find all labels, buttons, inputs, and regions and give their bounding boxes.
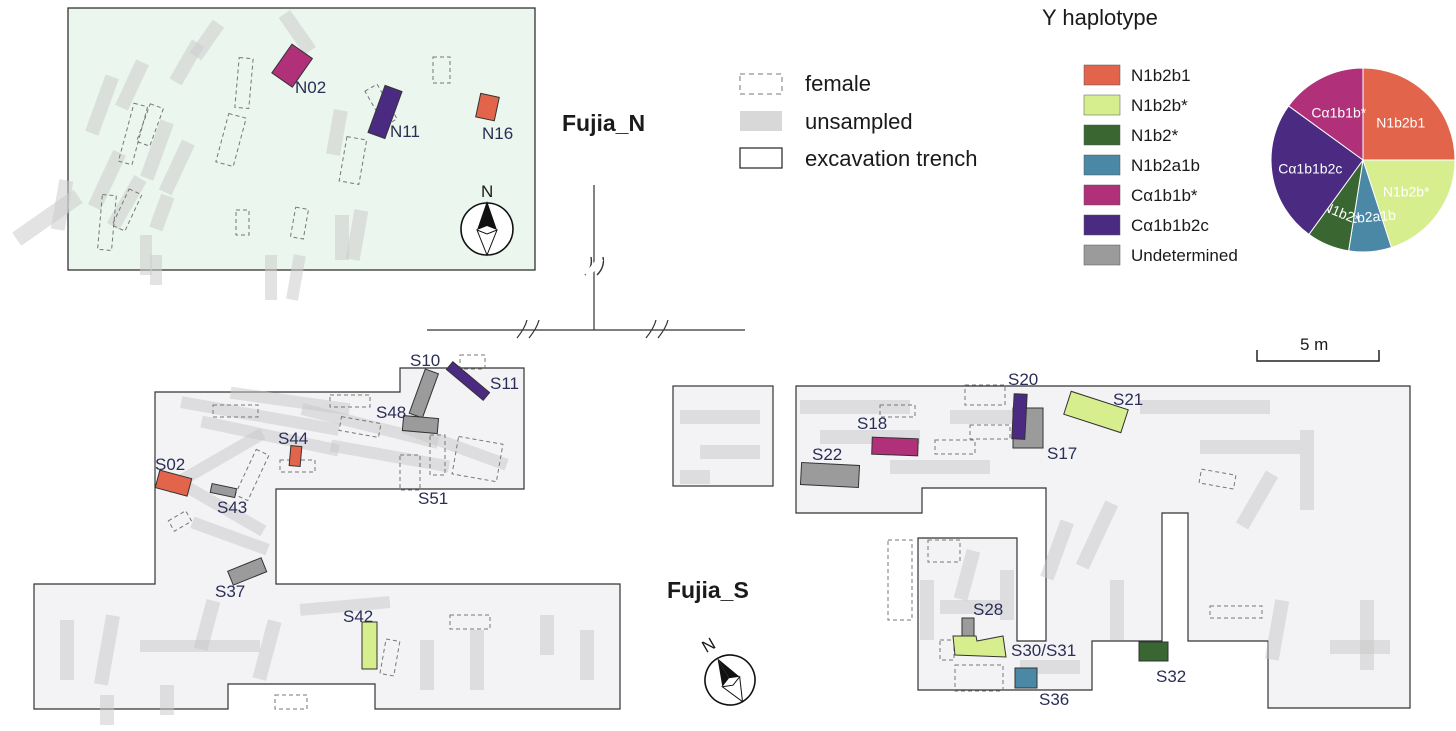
label-S10: S10 xyxy=(410,351,440,370)
fujia-s-east-unsampled xyxy=(680,400,1390,674)
haplotype-label: N1b2a1b xyxy=(1131,156,1200,175)
connector-lines xyxy=(427,185,745,339)
burial-S42 xyxy=(361,621,378,670)
burial-S44 xyxy=(288,445,303,468)
scale-bar-label: 5 m xyxy=(1300,335,1328,354)
legend-trench-swatch xyxy=(739,147,783,169)
fujia-s-west-female xyxy=(167,354,504,710)
label-S44: S44 xyxy=(278,429,308,448)
compass-letter: N xyxy=(481,182,493,201)
burial-S20 xyxy=(1011,393,1028,440)
label-S32: S32 xyxy=(1156,667,1186,686)
label-S22: S22 xyxy=(812,445,842,464)
haplotype-label: N1b2* xyxy=(1131,126,1179,145)
label-S43: S43 xyxy=(217,498,247,517)
haplotype-swatch xyxy=(1083,244,1121,266)
burial-S02 xyxy=(154,469,193,497)
pie-slice xyxy=(1362,67,1456,161)
label-S28: S28 xyxy=(973,600,1003,619)
pie-slice-label: N1b2b* xyxy=(1383,183,1430,199)
pie-slice xyxy=(1287,67,1364,161)
label-S02: S02 xyxy=(155,455,185,474)
label-S20: S20 xyxy=(1008,370,1038,389)
pie-slice xyxy=(1270,105,1364,236)
label-S37: S37 xyxy=(215,582,245,601)
haplotype-swatch xyxy=(1083,154,1121,176)
haplotype-label: N1b2b1 xyxy=(1131,66,1191,85)
legend-female-swatch xyxy=(739,73,783,95)
label-S17: S17 xyxy=(1047,444,1077,463)
label-S36: S36 xyxy=(1039,690,1069,709)
burial-S30-S31 xyxy=(952,635,1007,658)
legend-trench-label: excavation trench xyxy=(805,146,977,171)
fujia-s-west-trench: S02 S43 S44 S37 S42 S10 S11 S48 S51 xyxy=(33,351,621,725)
burial-S36 xyxy=(1014,667,1038,689)
label-S11: S11 xyxy=(490,374,519,393)
label-S30-S31: S30/S31 xyxy=(1011,641,1076,660)
label-S48: S48 xyxy=(376,403,406,422)
pie-slice-label: Cα1b1b* xyxy=(1311,104,1366,120)
label-S42: S42 xyxy=(343,607,373,626)
legend-female-label: female xyxy=(805,71,871,96)
haplotype-label: N1b2b* xyxy=(1131,96,1188,115)
haplotype-label: Cα1b1b* xyxy=(1131,186,1198,205)
site-label-south: Fujia_S xyxy=(667,577,749,603)
compass-south-icon xyxy=(704,654,756,706)
fujia-n-unsampled xyxy=(12,9,369,301)
site-label-north: Fujia_N xyxy=(562,110,645,136)
burial-S10 xyxy=(408,368,440,419)
burial-S11 xyxy=(445,361,491,401)
haplotype-swatch xyxy=(1083,124,1121,146)
burial-S43 xyxy=(209,482,238,499)
haplotype-label: Undetermined xyxy=(1131,246,1238,265)
burial-S28 xyxy=(961,617,975,637)
haplotype-swatch xyxy=(1083,94,1121,116)
haplotype-swatch xyxy=(1083,64,1121,86)
haplotype-swatch xyxy=(1083,184,1121,206)
fujia-n-trench: N02 N11 N16 N xyxy=(12,7,536,301)
pie-slice-label: N1b2b1 xyxy=(1376,114,1425,130)
burial-N02 xyxy=(271,43,314,88)
burial-N16 xyxy=(475,92,500,122)
label-S51: S51 xyxy=(418,489,448,508)
burial-S48 xyxy=(401,415,440,435)
fujia-s-west-unsampled xyxy=(60,386,594,725)
burial-S18 xyxy=(871,436,919,457)
pie-slice xyxy=(1362,159,1456,249)
haplotype-label: Cα1b1b2c xyxy=(1131,216,1209,235)
burial-S22 xyxy=(799,461,861,489)
haplotype-swatch xyxy=(1083,214,1121,236)
label-N11: N11 xyxy=(390,122,420,141)
fujia-s-east-female xyxy=(879,384,1263,692)
legend-unsampled-label: unsampled xyxy=(805,109,913,134)
label-N16: N16 xyxy=(482,124,513,143)
scale-bar: 5 m xyxy=(1256,335,1380,362)
fujia-s-east-trench: S22 S18 S20 S21 S17 S28 S30/S31 S36 S32 xyxy=(672,370,1411,709)
label-S21: S21 xyxy=(1113,390,1143,409)
label-S18: S18 xyxy=(857,414,887,433)
burial-S32 xyxy=(1138,641,1169,662)
haplotype-legend-title: Y haplotype xyxy=(1042,5,1158,30)
map-legend: female unsampled excavation trench xyxy=(739,71,977,171)
burial-N11 xyxy=(367,84,403,140)
pie-slice-label: Cα1b1b2c xyxy=(1278,160,1342,176)
burial-S21 xyxy=(1063,390,1129,434)
compass-south-letter: N xyxy=(699,634,719,657)
label-N02: N02 xyxy=(295,78,326,97)
burial-S37 xyxy=(227,557,268,586)
compass-north-icon: N xyxy=(460,182,514,257)
legend-unsampled-swatch xyxy=(740,111,782,131)
